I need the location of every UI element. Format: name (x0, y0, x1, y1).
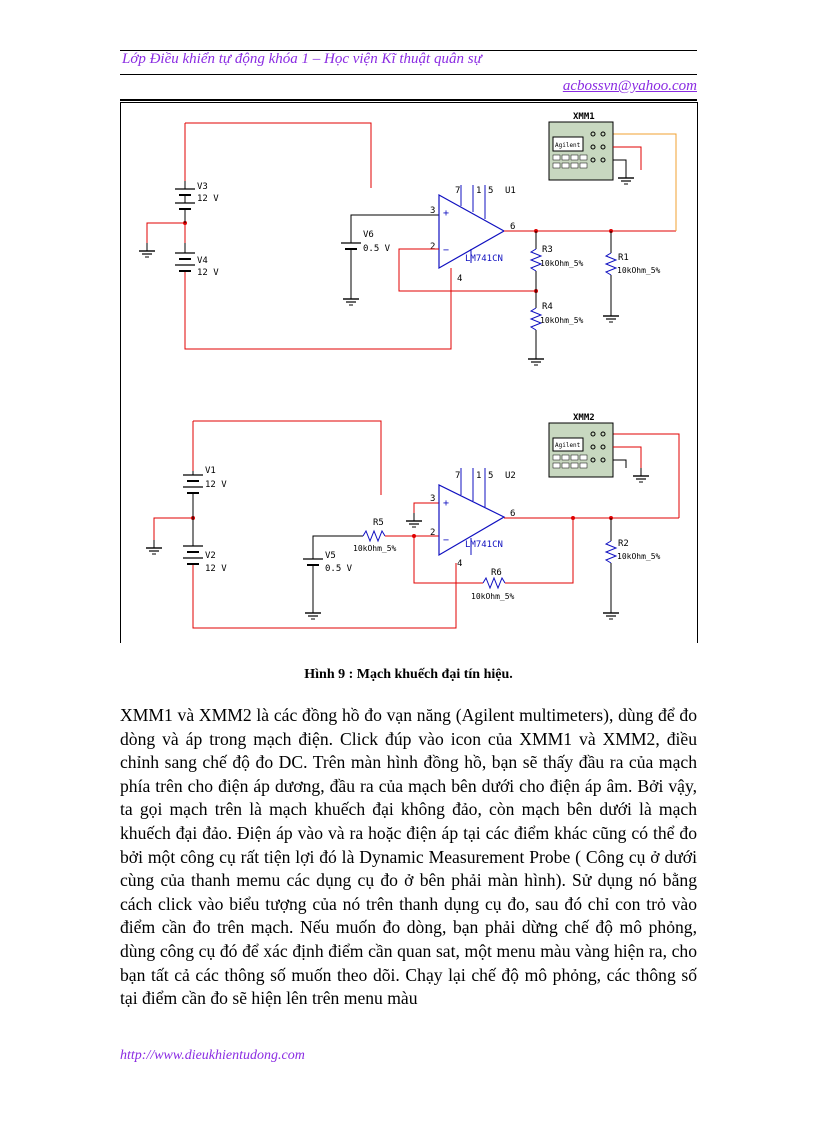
header-top-rule (120, 50, 697, 51)
svg-text:−: − (443, 245, 449, 256)
multimeter-xmm1[interactable]: XMM1 Agilent (548, 112, 614, 181)
svg-text:12 V: 12 V (205, 564, 227, 574)
battery-v2[interactable]: V2 12 V (183, 518, 227, 574)
svg-text:R1: R1 (618, 253, 629, 263)
svg-text:Agilent: Agilent (555, 442, 581, 449)
svg-text:1: 1 (476, 471, 481, 481)
u2-model: LM741CN (465, 540, 503, 550)
svg-text:1: 1 (476, 186, 481, 196)
multimeter-xmm2[interactable]: XMM2 Agilent (548, 413, 614, 478)
battery-v1[interactable]: V1 12 V (183, 466, 227, 518)
body-paragraph: XMM1 và XMM2 là các đồng hồ đo vạn năng … (120, 705, 697, 1009)
top-circuit: V3 12 V V4 12 V V6 0.5 V + (138, 112, 677, 366)
battery-v4[interactable]: V4 12 V (175, 243, 219, 278)
v4-label: V4 (197, 256, 208, 266)
header-bottom-rule (120, 99, 697, 101)
svg-text:3: 3 (430, 494, 435, 504)
svg-text:R3: R3 (542, 245, 553, 255)
svg-text:5: 5 (488, 186, 493, 196)
battery-v3[interactable]: V3 12 V (175, 181, 219, 223)
header-divider (120, 74, 697, 75)
xmm2-label: XMM2 (573, 413, 595, 423)
footer-url-link[interactable]: http://www.dieukhientudong.com (120, 1048, 305, 1063)
v3-value: 12 V (197, 194, 219, 204)
u1-model: LM741CN (465, 254, 503, 264)
resistor-r1[interactable]: R1 10kOhm_5% (604, 231, 661, 308)
svg-text:5: 5 (488, 471, 493, 481)
resistor-r6[interactable]: R6 10kOhm_5% (471, 518, 574, 601)
svg-text:10kOhm_5%: 10kOhm_5% (540, 316, 584, 325)
svg-text:7: 7 (455, 186, 460, 196)
svg-text:+: + (443, 498, 449, 509)
svg-text:R5: R5 (373, 518, 384, 528)
svg-text:12 V: 12 V (205, 480, 227, 490)
svg-text:2: 2 (430, 242, 435, 252)
xmm1-label: XMM1 (573, 112, 595, 122)
svg-text:10kOhm_5%: 10kOhm_5% (353, 544, 397, 553)
svg-text:6: 6 (510, 509, 515, 519)
header-title: Lớp Điều khiển tự động khóa 1 – Học viện… (122, 51, 482, 67)
header-email-link[interactable]: acbossvn@yahoo.com (562, 78, 697, 94)
svg-text:10kOhm_5%: 10kOhm_5% (617, 552, 661, 561)
opamp-u2[interactable]: + − 7 1 5 3 2 6 4 U2 LM741CN (430, 468, 516, 569)
v4-value: 12 V (197, 268, 219, 278)
svg-text:+: + (443, 208, 449, 219)
resistor-r5[interactable]: R5 10kOhm_5% (353, 518, 439, 553)
circuit-diagram: V3 12 V V4 12 V V6 0.5 V + (138, 112, 680, 629)
svg-text:Agilent: Agilent (555, 142, 581, 149)
opamp-u1[interactable]: + − 7 1 5 3 2 6 4 U1 LM741CN (430, 185, 516, 284)
u2-label: U2 (505, 471, 516, 481)
v6-label: V6 (363, 230, 374, 240)
svg-text:0.5 V: 0.5 V (325, 564, 353, 574)
svg-text:3: 3 (430, 206, 435, 216)
svg-text:V2: V2 (205, 551, 216, 561)
svg-text:6: 6 (510, 222, 515, 232)
circuit-figure: V3 12 V V4 12 V V6 0.5 V + (120, 102, 698, 643)
resistor-r4[interactable]: R4 10kOhm_5% (529, 291, 584, 351)
svg-text:4: 4 (457, 274, 462, 284)
svg-text:10kOhm_5%: 10kOhm_5% (617, 266, 661, 275)
v6-value: 0.5 V (363, 244, 391, 254)
v3-label: V3 (197, 182, 208, 192)
figure-caption: Hình 9 : Mạch khuếch đại tín hiệu. (304, 667, 513, 682)
svg-text:V1: V1 (205, 466, 216, 476)
resistor-r3[interactable]: R3 10kOhm_5% (529, 231, 584, 291)
battery-v5[interactable]: V5 0.5 V (303, 551, 353, 605)
bottom-circuit: V1 12 V V2 12 V V5 0.5 V (145, 413, 680, 629)
svg-text:7: 7 (455, 471, 460, 481)
svg-text:R6: R6 (491, 568, 502, 578)
svg-text:2: 2 (430, 528, 435, 538)
battery-v6[interactable]: V6 0.5 V (341, 230, 391, 291)
svg-text:10kOhm_5%: 10kOhm_5% (471, 592, 515, 601)
svg-text:R2: R2 (618, 539, 629, 549)
svg-text:V5: V5 (325, 551, 336, 561)
svg-text:10kOhm_5%: 10kOhm_5% (540, 259, 584, 268)
svg-text:−: − (443, 535, 449, 546)
resistor-r2[interactable]: R2 10kOhm_5% (604, 518, 661, 605)
svg-text:R4: R4 (542, 302, 553, 312)
svg-text:4: 4 (457, 559, 462, 569)
u1-label: U1 (505, 186, 516, 196)
